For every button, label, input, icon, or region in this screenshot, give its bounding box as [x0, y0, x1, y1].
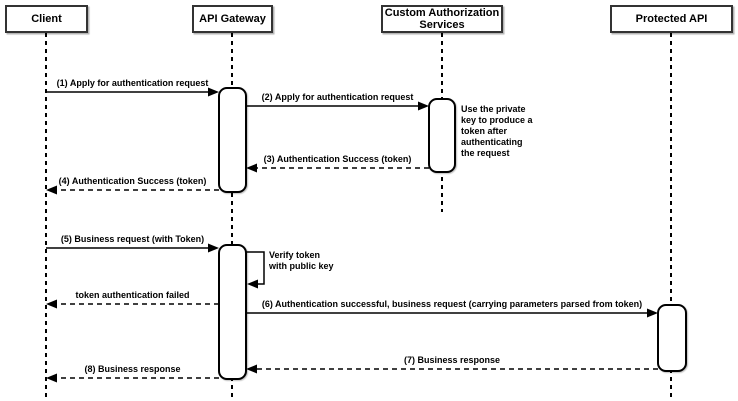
- self-message-label: Verify token with public key: [269, 250, 334, 271]
- activation-bar-api-gateway-activation-1: [218, 87, 247, 193]
- message-arrowhead-4: [46, 185, 57, 195]
- actor-box-protected-api: Protected API: [610, 5, 733, 33]
- message-arrowhead-8: [246, 364, 257, 374]
- note-label: Use the private key to produce a token a…: [461, 104, 533, 158]
- message-label-4: (4) Authentication Success (token): [58, 176, 207, 186]
- message-label-3: (3) Authentication Success (token): [263, 154, 412, 164]
- message-label-8: (7) Business response: [403, 355, 501, 365]
- message-label-7: (6) Authentication successful, business …: [261, 299, 643, 309]
- message-arrowhead-9: [46, 373, 57, 383]
- message-arrowhead-1: [208, 87, 219, 97]
- message-arrowhead-3: [246, 163, 257, 173]
- message-arrowhead-6: [46, 299, 57, 309]
- message-label-1: (1) Apply for authentication request: [56, 78, 209, 88]
- message-arrowhead-2: [418, 101, 429, 111]
- activation-bar-protected-api-activation: [657, 304, 687, 372]
- message-arrowhead-7: [647, 308, 658, 318]
- message-arrowhead-5: [208, 243, 219, 253]
- actor-box-api-gateway: API Gateway: [192, 5, 273, 33]
- activation-bar-custom-auth-activation: [428, 98, 456, 173]
- self-message-loop: [246, 251, 265, 285]
- message-label-2: (2) Apply for authentication request: [261, 92, 414, 102]
- actor-box-custom-authorization-services: Custom Authorization Services: [381, 5, 503, 33]
- message-label-5: (5) Business request (with Token): [60, 234, 205, 244]
- message-label-6: token authentication failed: [75, 290, 190, 300]
- message-label-9: (8) Business response: [84, 364, 181, 374]
- actor-box-client: Client: [5, 5, 88, 33]
- self-message-arrowhead: [247, 279, 258, 289]
- activation-bar-api-gateway-activation-2: [218, 244, 247, 380]
